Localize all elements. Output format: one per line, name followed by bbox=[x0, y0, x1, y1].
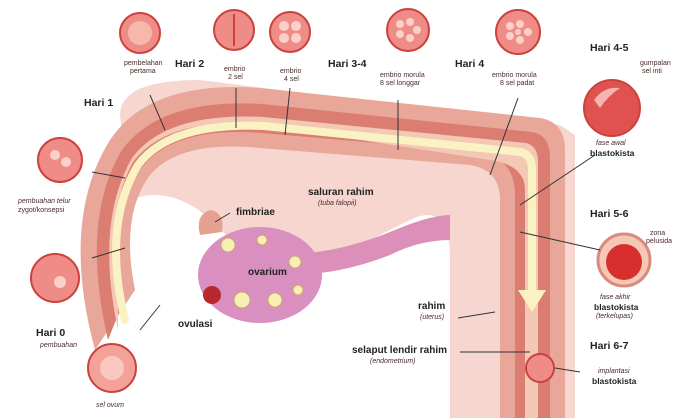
cell-embrio-4 bbox=[270, 12, 310, 52]
day-hari1: Hari 1 bbox=[84, 97, 113, 109]
ovulation-site bbox=[203, 286, 221, 304]
label-tuba-falopii: (tuba falopii) bbox=[318, 200, 357, 207]
label-blastokista: blastokista bbox=[590, 149, 634, 158]
day-hari34: Hari 3-4 bbox=[328, 58, 367, 70]
label-fase-awal: fase awal bbox=[596, 140, 626, 147]
label-gumpalan-2: sel inti bbox=[642, 68, 662, 75]
cell-pembelahan bbox=[120, 13, 160, 53]
label-zygot-1: pembuahan telur bbox=[18, 198, 71, 205]
label-ovulasi: ovulasi bbox=[178, 320, 212, 331]
label-fase-akhir: fase akhir bbox=[600, 294, 630, 301]
label-embrio4-2: 4 sel bbox=[284, 76, 299, 83]
label-saluran-rahim: saluran rahim bbox=[308, 188, 374, 199]
cell-embrio-2 bbox=[214, 10, 254, 50]
label-pembelahan-2: pertama bbox=[130, 68, 156, 75]
implanted-blastocyst bbox=[526, 354, 554, 382]
cell-fertilization bbox=[31, 254, 79, 302]
label-pembuahan: pembuahan bbox=[40, 342, 77, 349]
label-morula-padat-1: embrio morula bbox=[492, 72, 537, 79]
day-hari4: Hari 4 bbox=[455, 58, 484, 70]
day-hari2: Hari 2 bbox=[175, 58, 204, 70]
label-pembelahan-1: pembelahan bbox=[124, 60, 163, 67]
day-hari45: Hari 4-5 bbox=[590, 42, 629, 54]
label-blastokista-3: blastokista bbox=[592, 377, 636, 386]
label-zygot-2: zygot/konsepsi bbox=[18, 207, 64, 214]
label-selaput: selaput lendir rahim bbox=[352, 346, 447, 357]
label-implantasi: implantasi bbox=[598, 368, 630, 375]
label-fimbriae: fimbriae bbox=[236, 208, 275, 219]
label-endometrium: (endometrium) bbox=[370, 358, 416, 365]
label-ovarium: ovarium bbox=[248, 268, 287, 279]
cell-blastokista-akhir bbox=[598, 234, 650, 286]
label-zona-2: pelusida bbox=[646, 238, 672, 245]
day-hari67: Hari 6-7 bbox=[590, 340, 629, 352]
cell-morula-padat bbox=[496, 10, 540, 54]
day-hari56: Hari 5-6 bbox=[590, 208, 629, 220]
label-uterus: (uterus) bbox=[420, 314, 444, 321]
label-embrio2-2: 2 sel bbox=[228, 74, 243, 81]
cell-morula-longgar bbox=[387, 9, 429, 51]
label-morula-longgar-1: embrio morula bbox=[380, 72, 425, 79]
label-blastokista-2: blastokista bbox=[594, 303, 638, 312]
cell-zygot bbox=[38, 138, 82, 182]
label-embrio4-1: embrio bbox=[280, 68, 301, 75]
cell-ovum bbox=[88, 344, 136, 392]
label-rahim: rahim bbox=[418, 302, 445, 313]
label-morula-padat-2: 8 sel padat bbox=[500, 80, 534, 87]
cell-blastokista-awal bbox=[584, 80, 640, 136]
label-gumpalan-1: gumpalan bbox=[640, 60, 671, 67]
label-zona-1: zona bbox=[650, 230, 665, 237]
label-embrio2-1: embrio bbox=[224, 66, 245, 73]
label-terkelupas: (terkelupas) bbox=[596, 313, 633, 320]
day-hari0: Hari 0 bbox=[36, 327, 65, 339]
label-morula-longgar-2: 8 sel longgar bbox=[380, 80, 420, 87]
label-sel-ovum: sel ovum bbox=[96, 402, 124, 409]
